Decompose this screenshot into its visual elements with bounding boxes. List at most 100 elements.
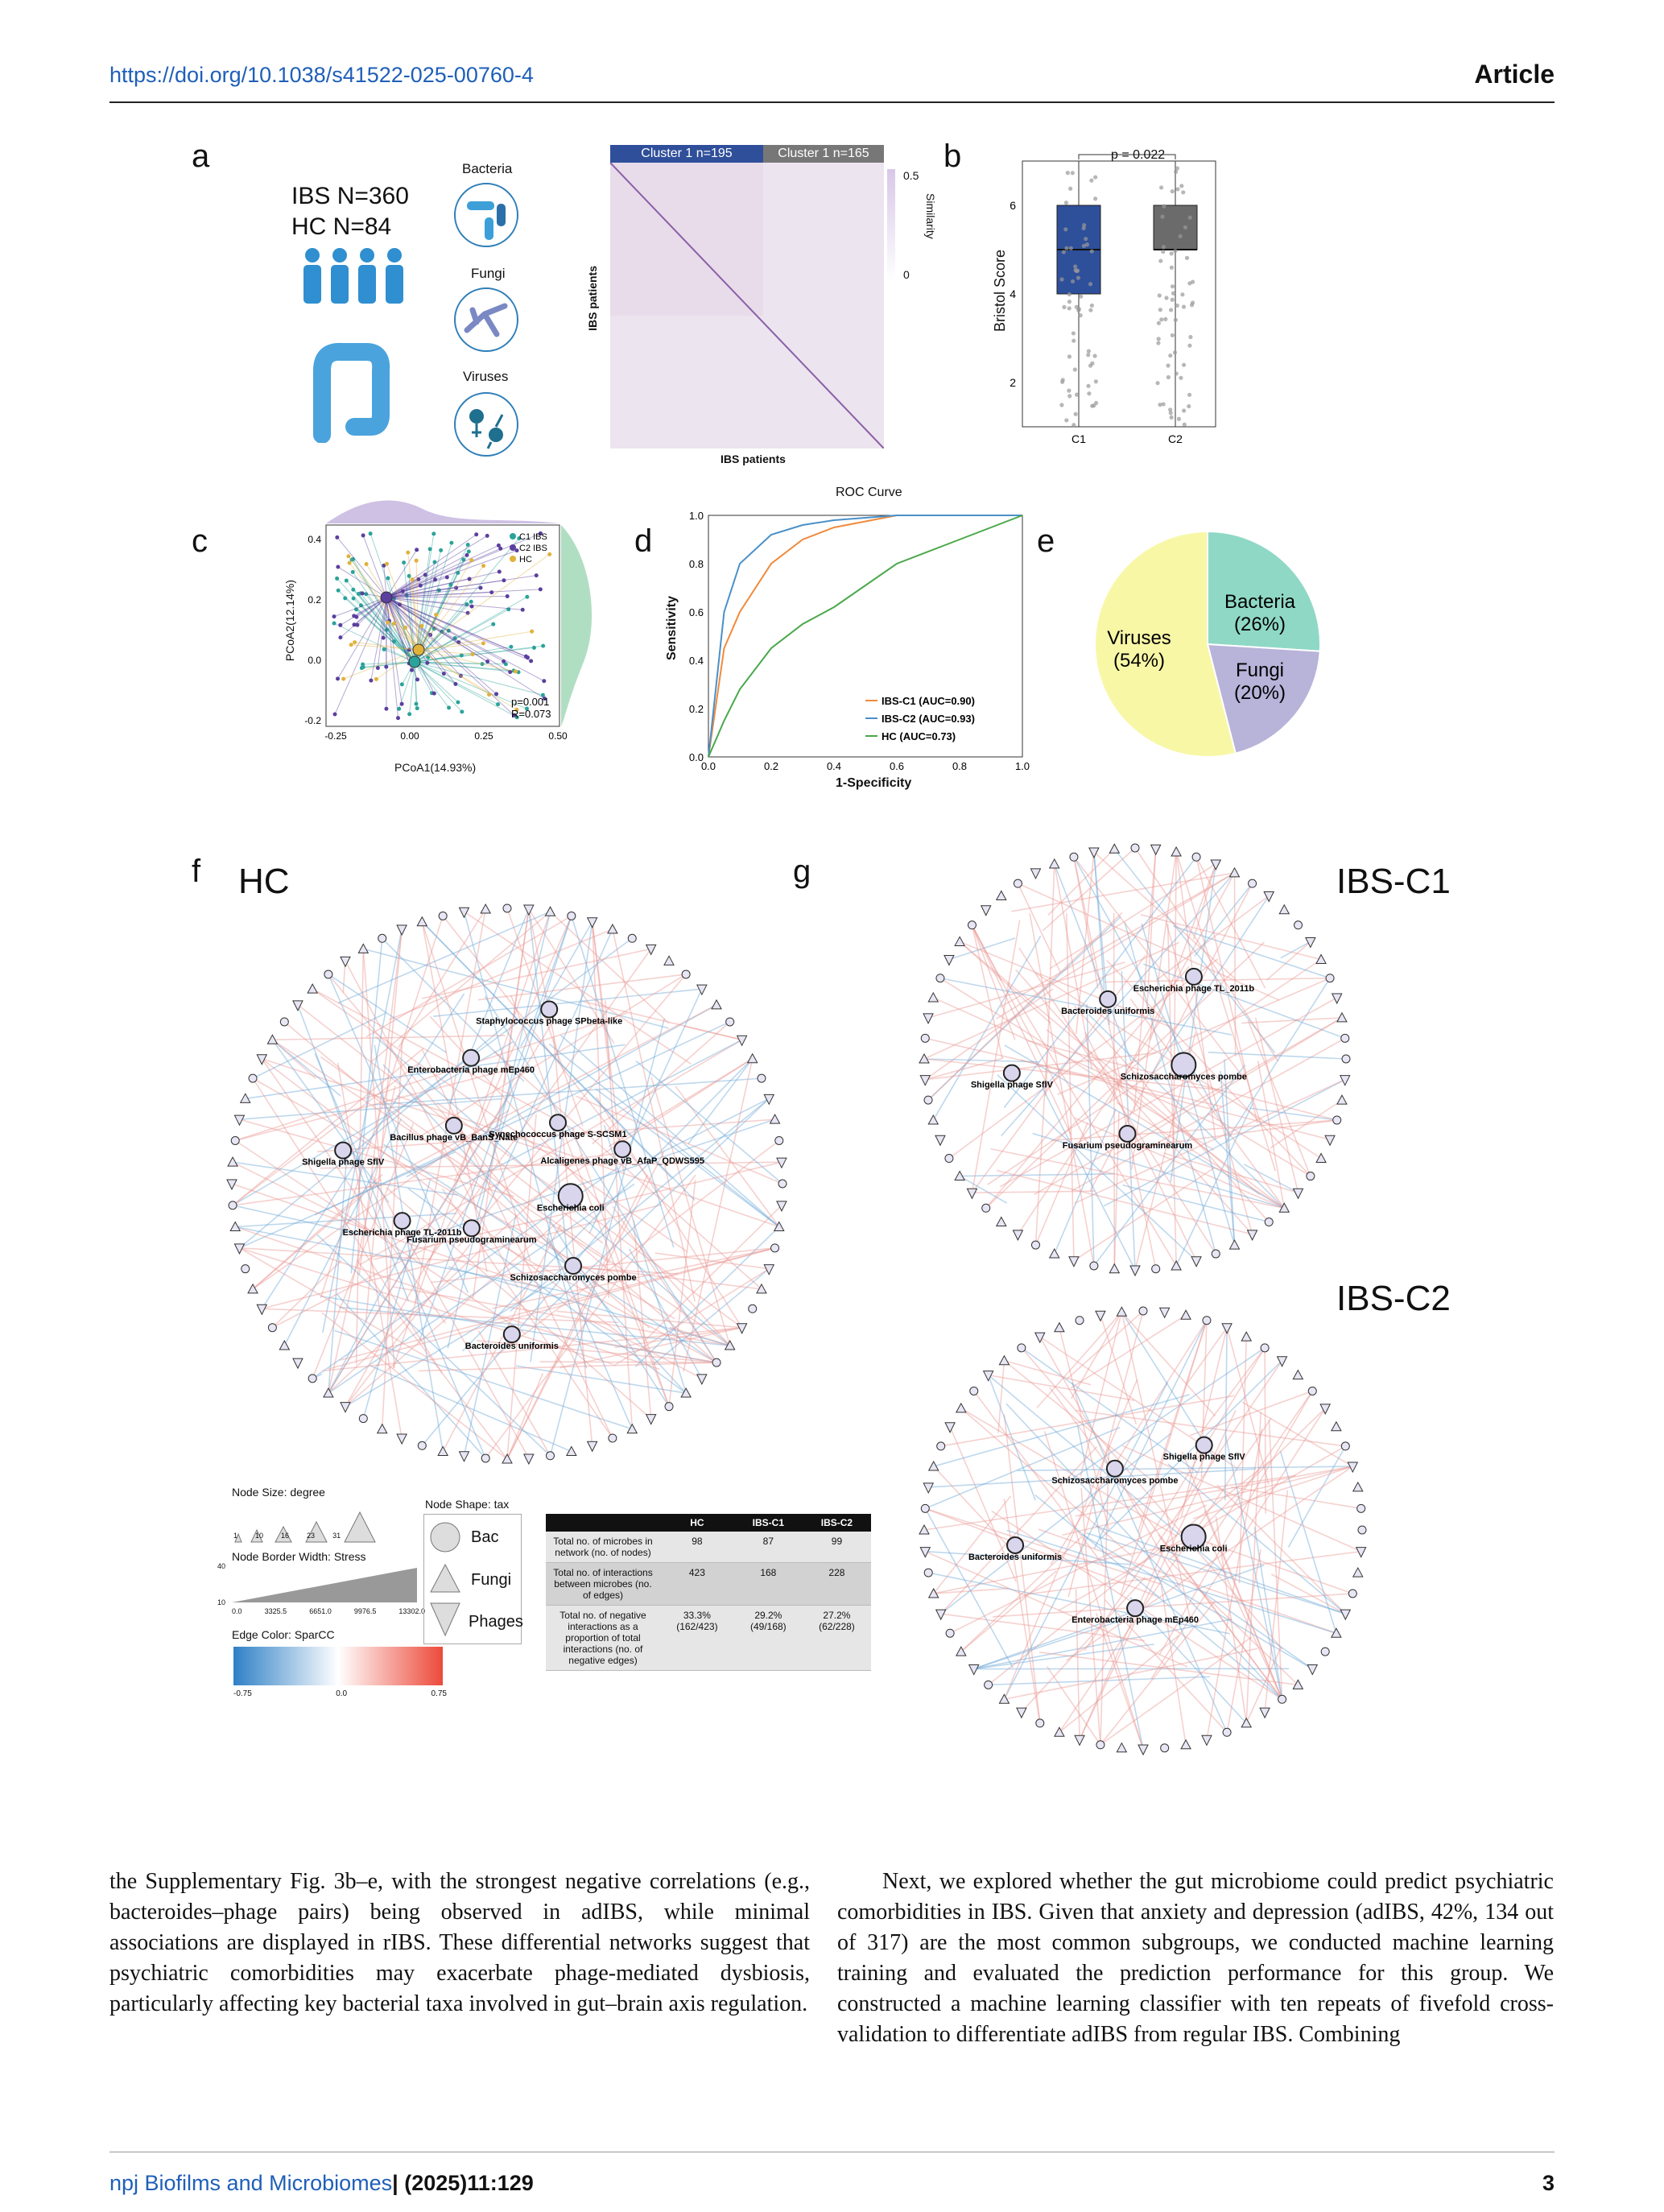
pcoa-point-C2-IBS (441, 671, 446, 676)
centroid-link (414, 596, 528, 663)
jitter-point (1073, 264, 1078, 269)
centroid-link (362, 535, 387, 598)
network-edge (996, 1169, 1253, 1235)
network-edge (345, 1277, 560, 1408)
pcoa-point-C1-IBS (386, 576, 390, 581)
centroid-link (362, 661, 415, 665)
centroid-link (414, 551, 469, 663)
pcoa-point-C1-IBS (514, 715, 519, 720)
doi-link[interactable]: https://doi.org/10.1038/s41522-025-00760… (109, 63, 534, 87)
x-tick-label: 0.8 (952, 760, 967, 772)
network-edge (960, 1570, 1057, 1652)
pie-label: Viruses (1107, 627, 1171, 649)
centroid-link (386, 577, 448, 598)
pcoa-point-C1-IBS (356, 591, 361, 596)
network-edge (475, 916, 572, 1210)
node-phage (919, 1547, 931, 1558)
jitter-point (1067, 394, 1072, 399)
network-edge (463, 1214, 517, 1456)
node-fungi (711, 999, 722, 1010)
network-edge (421, 921, 488, 1272)
centroid-link (386, 597, 399, 718)
centroid-link (386, 554, 468, 598)
network-edge (971, 924, 1002, 981)
network-edge (320, 1056, 731, 1346)
node-phage (1191, 1256, 1202, 1267)
centroid-link (365, 564, 419, 651)
network-edge (321, 1312, 508, 1460)
network-edge (1093, 851, 1236, 980)
node-phage (1150, 844, 1162, 856)
pcoa-point-C1-IBS (456, 700, 460, 705)
network-edge (262, 1204, 663, 1310)
network-edge (1121, 1311, 1216, 1417)
centroid-link (414, 661, 506, 665)
network-edge (355, 949, 365, 1365)
network-edge (1003, 1379, 1138, 1700)
network-edge (1226, 1548, 1261, 1733)
network-edge (988, 1374, 1135, 1401)
centroid-link (333, 597, 387, 618)
panel-label-g: g (793, 854, 811, 889)
network-edge (421, 921, 696, 1201)
ibs-count: IBS N=360 (291, 183, 409, 209)
node-phage (1263, 891, 1275, 903)
network-edge (933, 1540, 1195, 1594)
node-fungi (927, 991, 939, 1003)
jitter-point (1086, 383, 1091, 388)
network-edge (1080, 1488, 1101, 1745)
jitter-point (1073, 411, 1078, 416)
network-edge (283, 1118, 403, 1346)
network-edge (328, 1153, 584, 1394)
pcoa-point-HC (470, 652, 475, 657)
node-bacteria (969, 1386, 979, 1395)
centroid-link (414, 538, 520, 663)
network-edge (925, 1037, 1223, 1107)
jitter-point (1158, 308, 1162, 312)
edge-tick-max: 0.75 (431, 1689, 447, 1698)
network-edge (1043, 1431, 1144, 1750)
centroid-link (414, 638, 456, 663)
legend-label: IBS-C2 (AUC=0.93) (882, 713, 975, 725)
pcoa-point-C1-IBS (449, 540, 454, 545)
roc-line-1 (708, 515, 1022, 758)
network-edge (940, 1395, 1235, 1447)
network-edge (492, 1247, 775, 1309)
network-edge (924, 1507, 1014, 1668)
jitter-point (1084, 237, 1088, 242)
pcoa-point-C1-IBS (465, 602, 469, 606)
pcoa-point-C2-IBS (431, 691, 436, 696)
network-edge (1004, 1648, 1258, 1701)
pcoa-point-C2-IBS (538, 531, 543, 535)
network-edge (559, 1326, 742, 1369)
pcoa-point-HC (487, 693, 492, 697)
network-edge (334, 1329, 633, 1430)
network-edge (328, 1247, 775, 1370)
node-bacteria (1278, 1694, 1287, 1704)
network-edge (252, 1179, 382, 1290)
pcoa-point-C2-IBS (529, 659, 534, 664)
network-edge (1155, 895, 1270, 981)
network-edge (925, 1057, 1004, 1081)
network-edge (949, 1426, 1017, 1582)
network-edge (933, 1466, 1018, 1557)
heatmap-xlabel: IBS patients (721, 453, 786, 465)
network-edge (1121, 971, 1136, 1271)
network-edge (1208, 1051, 1347, 1060)
network-edge (1141, 923, 1236, 1246)
network-edge (1195, 1537, 1353, 1594)
centroid-link (386, 597, 431, 635)
network-edge (350, 938, 383, 1274)
network-edge (1038, 1528, 1337, 1634)
node-phage (696, 1374, 708, 1385)
network-edge (1076, 1409, 1346, 1447)
node-fungi (927, 1587, 939, 1598)
hub-node (393, 1212, 411, 1230)
jitter-point (1166, 374, 1171, 380)
network-edge (345, 1164, 485, 1408)
node-phage (1068, 1256, 1080, 1267)
network-edge (1146, 849, 1157, 1011)
network-edge (448, 1266, 730, 1346)
jitter-point (1175, 187, 1180, 192)
node-phage (1016, 1707, 1027, 1719)
